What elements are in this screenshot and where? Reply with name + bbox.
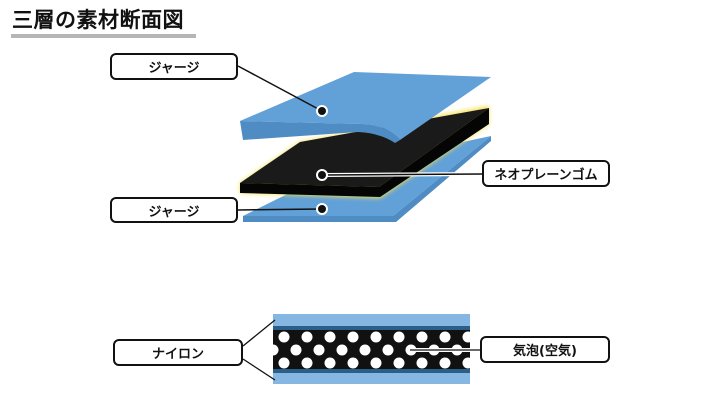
air-bubble (370, 357, 382, 369)
leader-line-bottom (237, 208, 323, 211)
air-bubble (301, 357, 313, 369)
air-bubble (359, 344, 371, 356)
page-title: 三層の素材断面図 (12, 8, 184, 32)
air-bubble (336, 344, 348, 356)
label-air-bubbles: 気泡(空気) (480, 336, 610, 363)
air-bubble (267, 344, 279, 356)
air-bubble (416, 357, 428, 369)
air-bubble (347, 331, 359, 343)
air-bubble (462, 331, 474, 343)
label-nylon: ナイロン (113, 339, 243, 366)
label-top-jersey: ジャージ (110, 53, 238, 80)
air-bubble (462, 357, 474, 369)
label-neoprene: ネオプレーンゴム (482, 160, 610, 187)
air-bubble (382, 344, 394, 356)
air-bubble (324, 331, 336, 343)
air-bubble (301, 331, 313, 343)
air-bubble (324, 357, 336, 369)
marker-dot (316, 203, 328, 215)
air-bubble (278, 357, 290, 369)
marker-dot (316, 169, 328, 181)
leader-line-top (237, 65, 323, 112)
leader-line-middle (321, 173, 483, 176)
air-bubble (290, 344, 302, 356)
air-bubble (393, 357, 405, 369)
air-bubbles (267, 331, 474, 369)
marker-dot (316, 105, 328, 117)
label-bottom-jersey: ジャージ (110, 197, 238, 223)
air-bubble (416, 331, 428, 343)
leader-line-nylon-top (242, 319, 276, 347)
air-bubble (439, 357, 451, 369)
neoprene-layer (240, 106, 489, 198)
title-underline (11, 34, 196, 38)
air-bubble (347, 357, 359, 369)
leader-line-nylon-bottom (242, 358, 276, 381)
air-bubble (370, 331, 382, 343)
top-jersey-layer (240, 72, 491, 143)
air-bubble (278, 331, 290, 343)
air-bubble (313, 344, 325, 356)
air-bubble (393, 331, 405, 343)
air-bubble (439, 331, 451, 343)
